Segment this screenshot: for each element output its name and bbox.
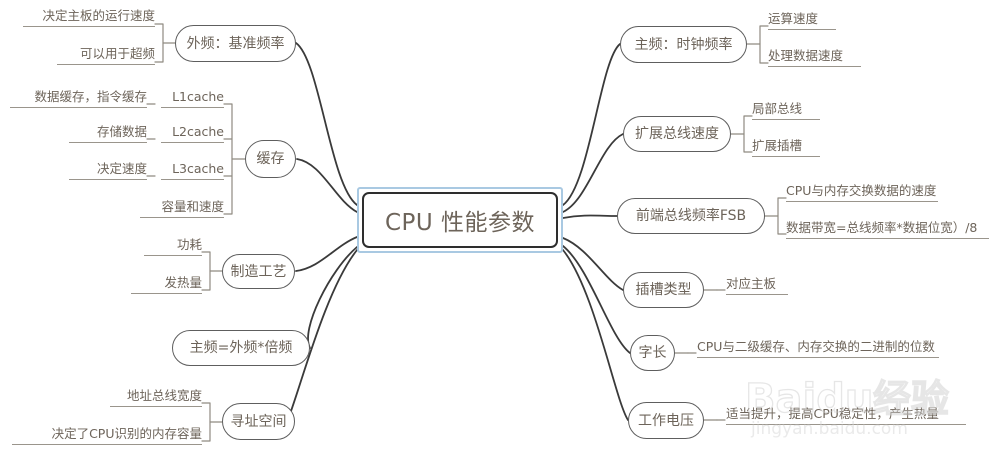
edge-root-huancun [296, 158, 358, 213]
node-xunzhi-kongjian[interactable]: 寻址空间 [222, 403, 295, 440]
leaf-xunzhi-1[interactable]: 决定了CPU识别的内存容量 [12, 427, 202, 445]
leaf-huancun-l1[interactable]: L1cache [161, 90, 224, 108]
edge-root-chacao [562, 237, 624, 291]
edge-root-fsb [562, 214, 618, 219]
leaf-zhizao-0[interactable]: 功耗 [144, 238, 202, 256]
branch-fsb [777, 197, 787, 235]
node-zhupin-formula[interactable]: 主频=外频*倍频 [172, 330, 310, 366]
leaf-l1-detail[interactable]: 数据缓存，指令缓存 [10, 90, 147, 108]
branch-zhizao [201, 251, 211, 291]
branch-kuozhan [743, 115, 753, 153]
leaf-xunzhi-0[interactable]: 地址总线宽度 [110, 389, 202, 407]
node-kuozhan-zongxian[interactable]: 扩展总线速度 [623, 116, 731, 152]
leaf-clock-1[interactable]: 处理数据速度 [768, 49, 861, 67]
leaf-dianya-0[interactable]: 适当提升，提高CPU稳定性，产生热量 [726, 407, 966, 425]
node-chacao-leixing[interactable]: 插槽类型 [623, 272, 704, 308]
leaf-l2-detail[interactable]: 存储数据 [69, 125, 147, 143]
node-zichang[interactable]: 字长 [630, 335, 675, 371]
branch-waipin [154, 23, 164, 63]
leaf-waipin-1[interactable]: 可以用于超频 [57, 47, 155, 65]
leaf-l3-detail[interactable]: 决定速度 [69, 162, 147, 180]
leaf-chacao-0[interactable]: 对应主板 [726, 277, 788, 295]
root-selection-outline [357, 187, 563, 253]
node-zhupin-clock[interactable]: 主频：时钟频率 [620, 26, 747, 63]
node-fsb[interactable]: 前端总线频率FSB [617, 198, 765, 234]
leaf-huancun-l3[interactable]: L3cache [161, 162, 224, 180]
leaf-kuozhan-1[interactable]: 扩展插槽 [752, 139, 820, 157]
edge-root-kuozhan [562, 133, 624, 213]
root-node[interactable]: CPU 性能参数 [362, 192, 558, 248]
leaf-huancun-capacity[interactable]: 容量和速度 [140, 200, 224, 218]
leaf-huancun-l2[interactable]: L2cache [161, 125, 224, 143]
leaf-kuozhan-0[interactable]: 局部总线 [752, 102, 820, 120]
edge-root-dianya [562, 249, 629, 421]
edge-root-zhizao [295, 236, 358, 272]
branch-clock [759, 25, 769, 64]
branch-xunzhi [201, 402, 211, 442]
node-waipin[interactable]: 外频：基准频率 [175, 25, 296, 62]
leaf-clock-0[interactable]: 运算速度 [768, 12, 836, 30]
edge-root-waipin [295, 42, 358, 206]
leaf-waipin-0[interactable]: 决定主板的运行速度 [23, 9, 155, 27]
node-zhizao-gongyi[interactable]: 制造工艺 [222, 254, 295, 289]
edge-root-zichang [562, 245, 631, 354]
branch-huancun [223, 103, 233, 215]
edge-root-zhupin-clock [562, 43, 621, 206]
edge-root-zhupin [307, 246, 358, 349]
leaf-fsb-0[interactable]: CPU与内存交换数据的速度 [786, 184, 938, 202]
node-gongzuo-dianya[interactable]: 工作电压 [628, 402, 704, 439]
node-huancun[interactable]: 缓存 [245, 140, 296, 178]
leaf-fsb-1[interactable]: 数据带宽=总线频率*数据位宽）/8 [786, 221, 989, 239]
leaf-zichang-0[interactable]: CPU与二级缓存、内存交换的二进制的位数 [697, 340, 939, 358]
leaf-zhizao-1[interactable]: 发热量 [131, 276, 202, 294]
